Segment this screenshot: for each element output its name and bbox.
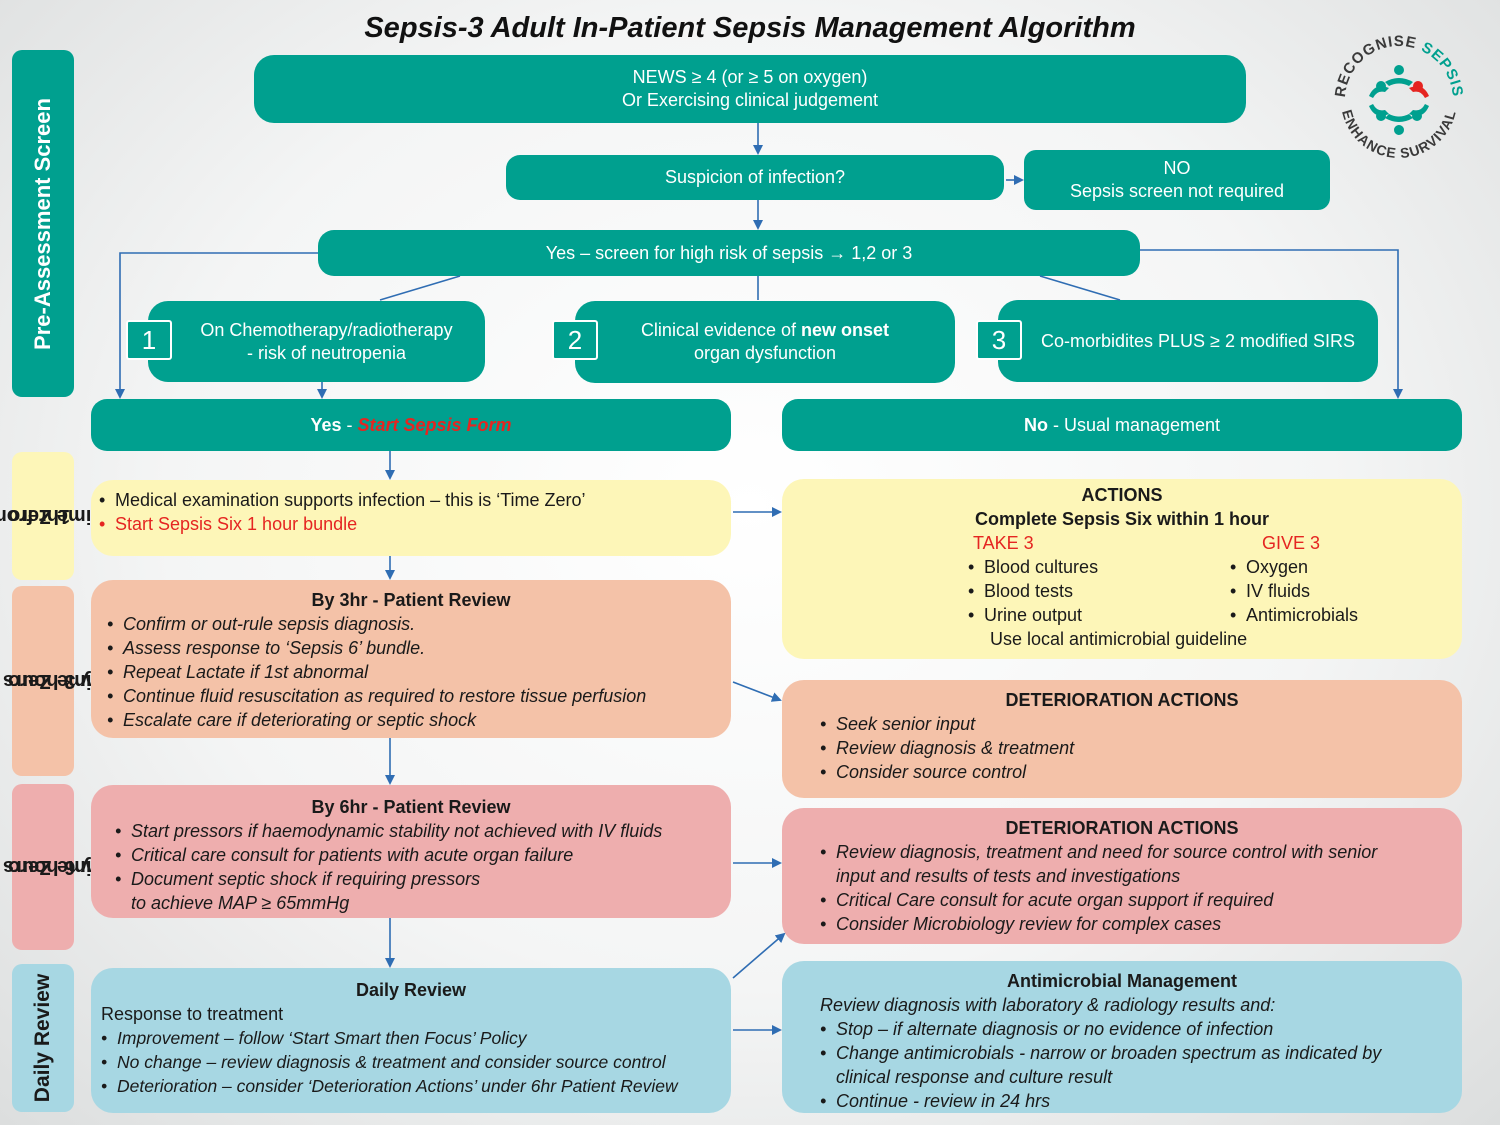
daily-review-box: Daily Review Response to treatment Impro… (91, 968, 731, 1113)
antimicrobial-intro: Review diagnosis with laboratory & radio… (820, 995, 1276, 1015)
deterioration-1-item: Seek senior input (820, 712, 1424, 736)
daily-review-subtitle: Response to treatment (101, 1004, 284, 1024)
review-6hr-item: Critical care consult for patients with … (115, 843, 707, 867)
antimicrobial-item: Change antimicrobials - narrow or broade… (820, 1041, 1424, 1065)
time-zero-item: Medical examination supports infection –… (99, 488, 723, 512)
review-3hr-item: Escalate care if deteriorating or septic… (107, 708, 715, 732)
yes-screen-box: Yes – screen for high risk of sepsis → 1… (318, 230, 1140, 276)
deterioration-actions-2-box: DETERIORATION ACTIONS Review diagnosis, … (782, 808, 1462, 944)
daily-review-item: Improvement – follow ‘Start Smart then F… (101, 1026, 721, 1050)
criterion-3-box: Co-morbidites PLUS ≥ 2 modified SIRS (998, 300, 1378, 382)
side-label-daily: Daily Review (12, 964, 74, 1112)
take-3-title: TAKE 3 (973, 533, 1034, 553)
review-3hr-item: Confirm or out-rule sepsis diagnosis. (107, 612, 715, 636)
review-3hr-box: By 3hr - Patient Review Confirm or out-r… (91, 580, 731, 738)
give-item: IV fluids (1230, 579, 1358, 603)
actions-subtitle: Complete Sepsis Six within 1 hour (974, 509, 1270, 529)
sepsis-six-item: Start Sepsis Six 1 hour bundle (99, 512, 723, 536)
daily-review-title: Daily Review (355, 980, 467, 1000)
review-6hr-title: By 6hr - Patient Review (311, 797, 511, 817)
deterioration-actions-1-title: DETERIORATION ACTIONS (1005, 690, 1239, 710)
time-zero-box: Medical examination supports infection –… (91, 480, 731, 556)
criterion-3-text: Co-morbidites PLUS ≥ 2 modified SIRS (1041, 330, 1355, 351)
arrow-daily-to-deterioration (732, 932, 786, 979)
actions-footer: Use local antimicrobial guideline (990, 629, 1248, 649)
side-label-3hr: By 3 hours fromTime Zero (0, 586, 107, 776)
page-title: Sepsis-3 Adult In-Patient Sepsis Managem… (364, 12, 1136, 44)
review-6hr-item-cont: to achieve MAP ≥ 65mmHg (131, 893, 350, 913)
actions-title: ACTIONS (1081, 485, 1163, 505)
give-item: Antimicrobials (1230, 603, 1358, 627)
news-trigger-box: NEWS ≥ 4 (or ≥ 5 on oxygen) Or Exercisin… (254, 55, 1246, 123)
yes-label: Yes (310, 414, 342, 435)
arrow-3hr-to-deterioration (732, 681, 782, 702)
deterioration-2-item: Critical Care consult for acute organ su… (820, 888, 1424, 912)
review-6hr-item: Document septic shock if requiring press… (115, 867, 707, 891)
deterioration-actions-2-title: DETERIORATION ACTIONS (1005, 818, 1239, 838)
deterioration-2-item-cont: input and results of tests and investiga… (836, 866, 1181, 886)
no-screen-text: Sepsis screen not required (1069, 181, 1285, 201)
review-3hr-item: Assess response to ‘Sepsis 6’ bundle. (107, 636, 715, 660)
daily-review-item: Deterioration – consider ‘Deterioration … (101, 1074, 721, 1098)
no-screen-title: NO (1163, 158, 1191, 178)
deterioration-1-item: Consider source control (820, 760, 1424, 784)
give-item: Oxygen (1230, 555, 1358, 579)
news-trigger-line1: NEWS ≥ 4 (or ≥ 5 on oxygen) (632, 67, 868, 87)
no-usual-text: - Usual management (1047, 414, 1221, 435)
take-item: Blood tests (968, 579, 1098, 603)
antimicrobial-item: Stop – if alternate diagnosis or no evid… (820, 1017, 1424, 1041)
yes-start-sepsis-box: Yes - Start Sepsis Form (91, 399, 731, 451)
deterioration-1-item: Review diagnosis & treatment (820, 736, 1424, 760)
connector-right-branch (1140, 249, 1403, 399)
give-3-title: GIVE 3 (1262, 533, 1321, 553)
side-label-6hr: By 6 hours fromTime Zero (0, 784, 107, 950)
deterioration-actions-1-box: DETERIORATION ACTIONS Seek senior input … (782, 680, 1462, 798)
review-3hr-title: By 3hr - Patient Review (311, 590, 511, 610)
connector-left-branch (115, 252, 318, 399)
review-3hr-item: Continue fluid resuscitation as required… (107, 684, 715, 708)
yes-screen-text: Yes – screen for high risk of sepsis → 1… (545, 242, 913, 263)
take-item: Blood cultures (968, 555, 1098, 579)
no-usual-management-box: No - Usual management (782, 399, 1462, 451)
criterion-2-box: Clinical evidence of new onset organ dys… (575, 301, 955, 383)
criterion-2-pre: Clinical evidence of (640, 320, 802, 340)
take-3-column: TAKE 3 Blood cultures Blood tests Urine … (968, 531, 1098, 627)
suspicion-box: Suspicion of infection? (506, 155, 1004, 200)
suspicion-text: Suspicion of infection? (664, 167, 846, 187)
review-6hr-item: Start pressors if haemodynamic stability… (115, 819, 707, 843)
deterioration-2-item: Review diagnosis, treatment and need for… (820, 840, 1424, 864)
criterion-1-box: On Chemotherapy/radiotherapy - risk of n… (148, 301, 485, 382)
take-item: Urine output (968, 603, 1098, 627)
antimicrobial-management-box: Antimicrobial Management Review diagnosi… (782, 961, 1462, 1113)
antimicrobial-item: Continue - review in 24 hrs (820, 1089, 1424, 1113)
criterion-2-bold: new onset (801, 320, 890, 340)
criterion-3-number: 3 (976, 320, 1022, 360)
connector-to-criterion-3 (1039, 275, 1121, 301)
actions-box: ACTIONS Complete Sepsis Six within 1 hou… (782, 479, 1462, 659)
give-3-column: GIVE 3 Oxygen IV fluids Antimicrobials (1230, 531, 1358, 627)
deterioration-2-item: Consider Microbiology review for complex… (820, 912, 1424, 936)
side-label-pre-assessment: Pre-Assessment Screen (12, 50, 74, 397)
yes-separator: - (341, 414, 358, 435)
daily-review-item: No change – review diagnosis & treatment… (101, 1050, 721, 1074)
review-6hr-box: By 6hr - Patient Review Start pressors i… (91, 785, 731, 918)
review-3hr-item: Repeat Lactate if 1st abnormal (107, 660, 715, 684)
no-label: No (1023, 414, 1048, 435)
start-sepsis-form-link: Start Sepsis Form (357, 414, 512, 435)
recognise-sepsis-logo: RECOGNISE SEPSIS ENHANCE SURVIVAL (1325, 26, 1473, 174)
news-trigger-line2: Or Exercising clinical judgement (621, 90, 879, 110)
criterion-1-number: 1 (126, 320, 172, 360)
criterion-1-line2: - risk of neutropenia (246, 342, 407, 363)
criterion-2-number: 2 (552, 320, 598, 360)
no-screen-box: NO Sepsis screen not required (1024, 150, 1330, 210)
criterion-2-line2: organ dysfunction (693, 343, 837, 363)
criterion-1-line1: On Chemotherapy/radiotherapy (200, 319, 453, 340)
connector-to-criterion-1 (379, 275, 461, 301)
side-label-1hr: 1hr fromTime Zero (0, 452, 104, 580)
antimicrobial-item-cont: clinical response and culture result (836, 1067, 1113, 1087)
antimicrobial-title: Antimicrobial Management (1006, 971, 1238, 991)
